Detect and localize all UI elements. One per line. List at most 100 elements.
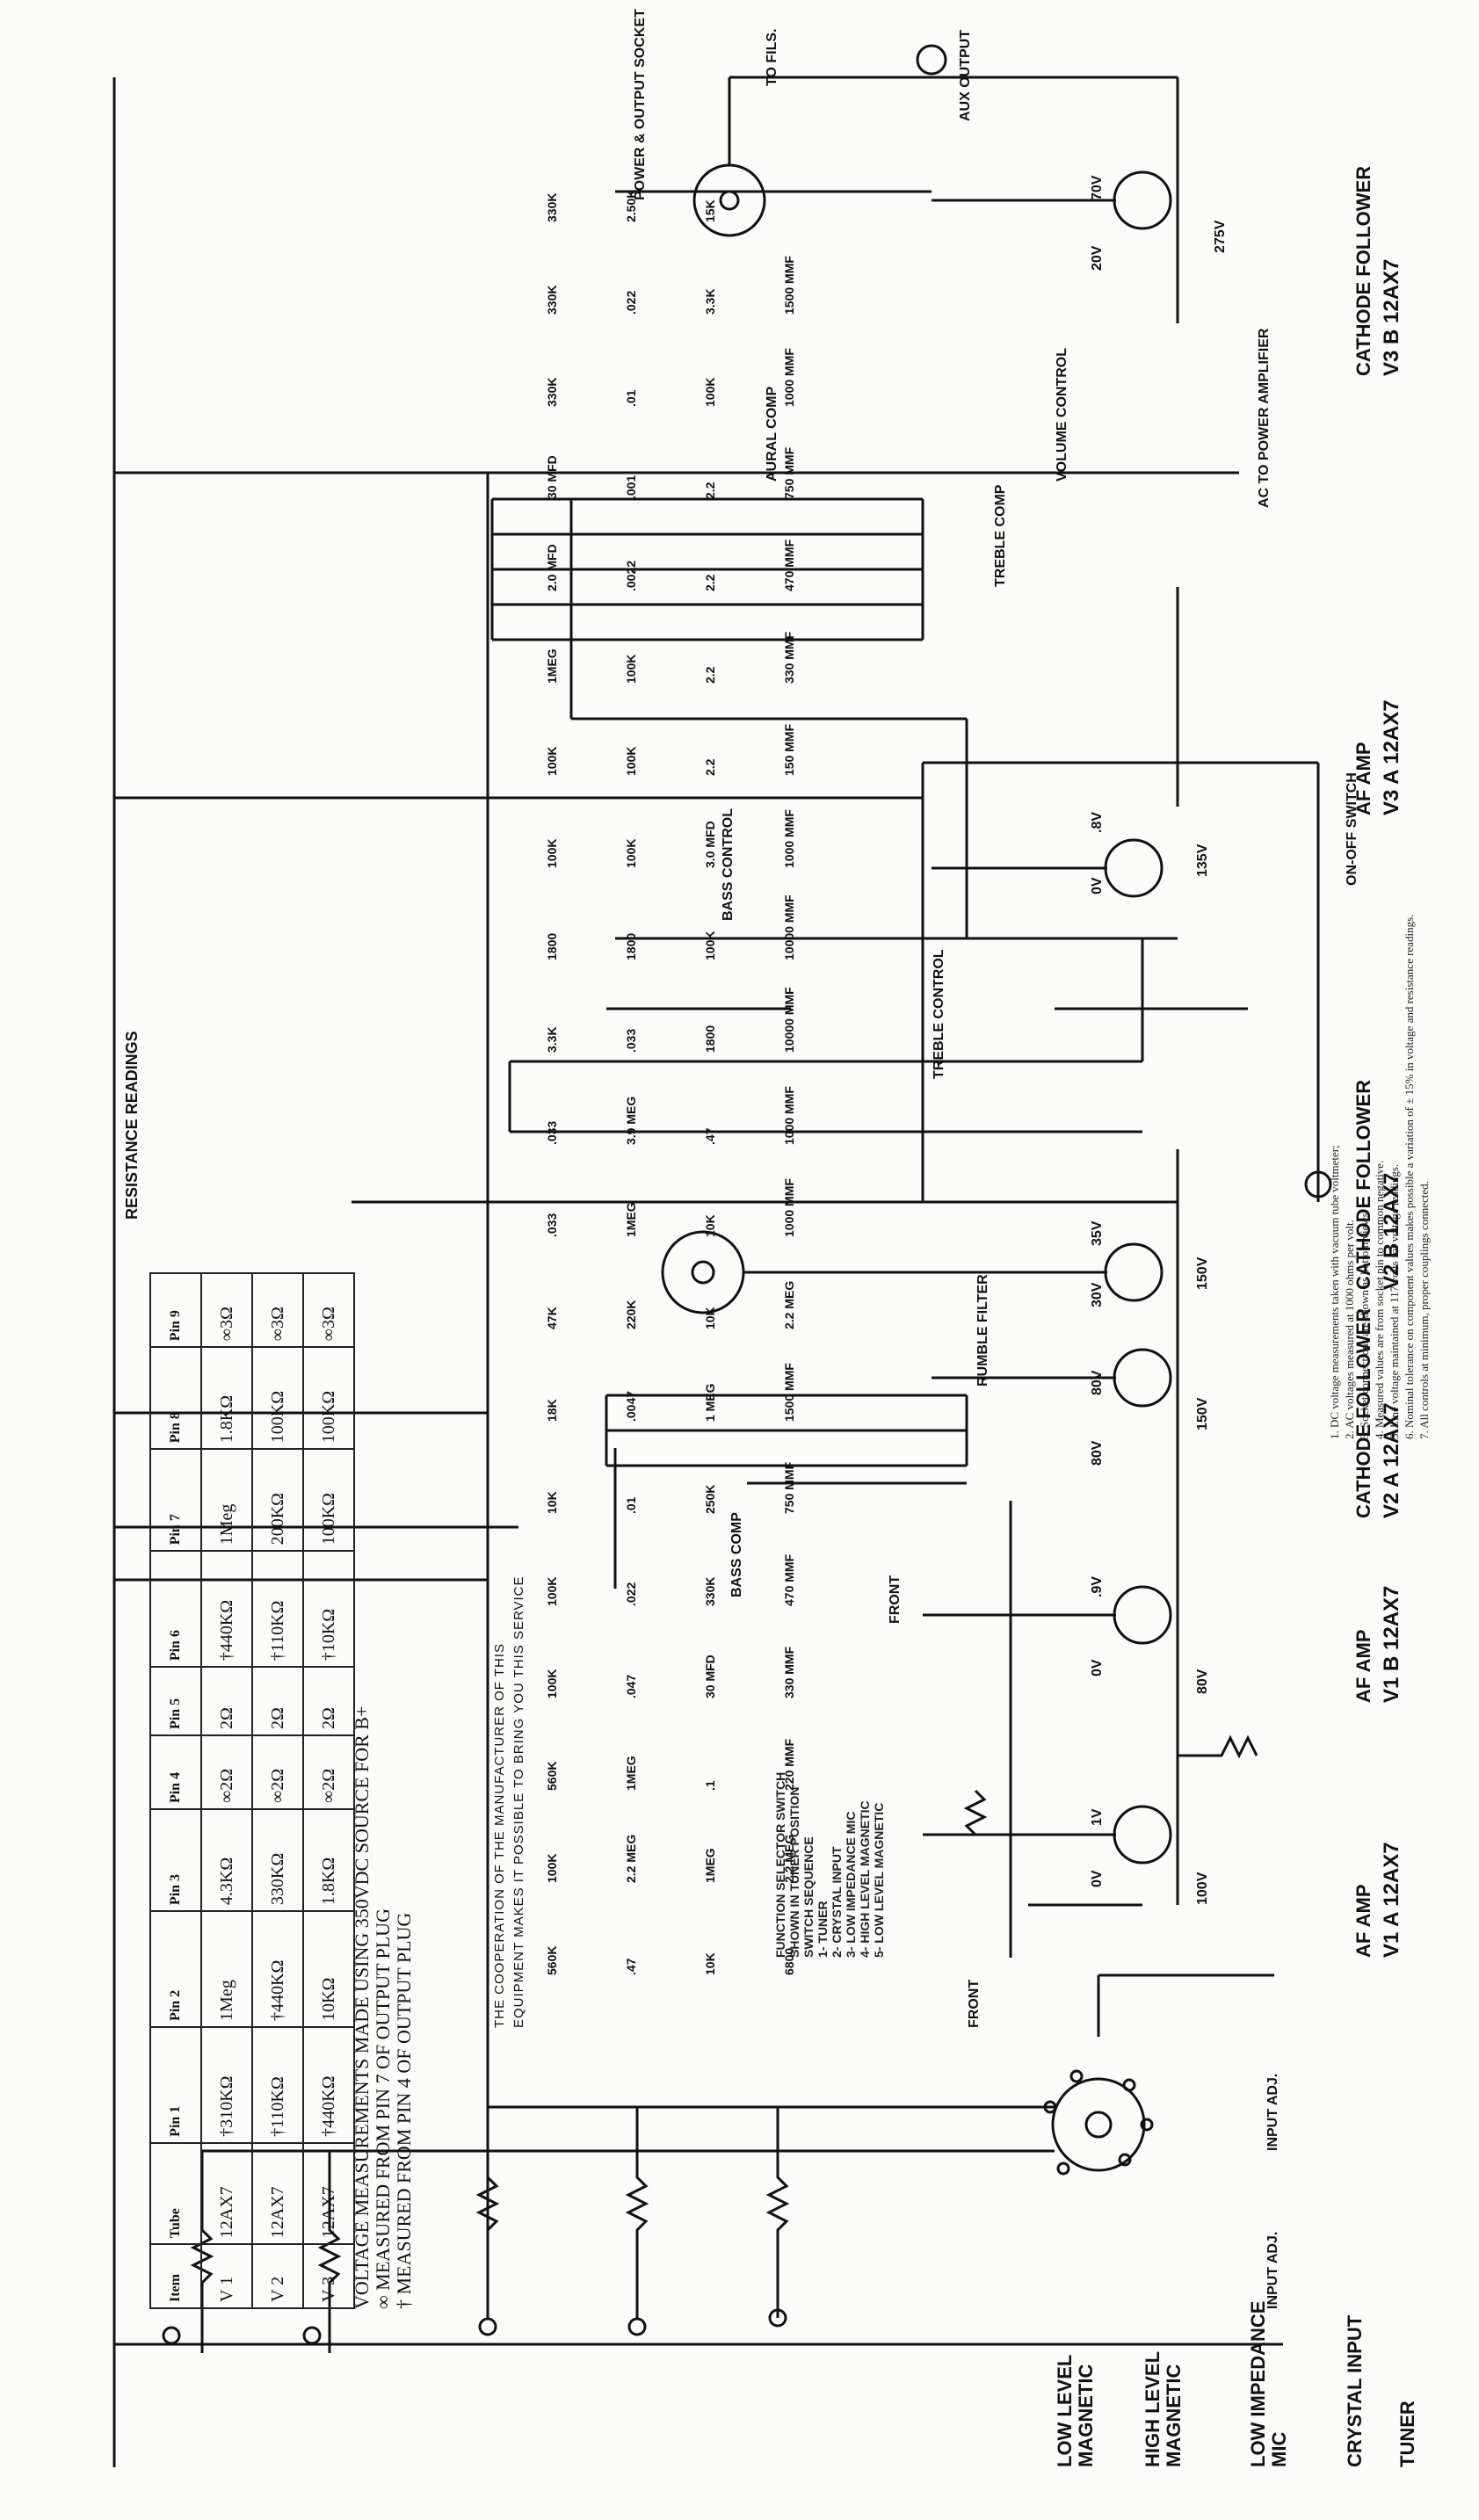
- cell: 100KΩ: [252, 1347, 303, 1450]
- table-row: V 1 12AX7 †310KΩ 1Meg 4.3KΩ ∞2Ω 2Ω †440K…: [201, 1273, 252, 2308]
- component-value: .1: [703, 1780, 717, 1791]
- resistance-header-row: Item Tube Pin 1 Pin 2 Pin 3 Pin 4 Pin 5 …: [150, 1273, 201, 2308]
- note-5: 5. Line voltage maintained at 117 volts …: [1388, 1163, 1401, 1439]
- cell: 10KΩ: [303, 1911, 354, 2027]
- cell: ∞3Ω: [303, 1273, 354, 1348]
- voltage-18: 20V: [1090, 245, 1105, 271]
- cell: ∞2Ω: [201, 1734, 252, 1810]
- component-value: 100K: [624, 654, 638, 684]
- header-pin-1: Pin 1: [150, 2026, 201, 2143]
- component-value: 2.2: [703, 574, 717, 591]
- component-value: 2.2 MEG: [782, 1280, 796, 1329]
- component-value: 10K: [703, 1952, 717, 1975]
- cell: 1.8KΩ: [303, 1809, 354, 1912]
- cell: ∞2Ω: [252, 1734, 303, 1810]
- input-high-level-magnetic: HIGH LEVEL MAGNETIC: [1142, 2351, 1185, 2467]
- cell: 200KΩ: [252, 1449, 303, 1552]
- component-value: 10000 MMF: [782, 894, 796, 960]
- component-value: 100K: [624, 838, 638, 868]
- component-value: 100K: [545, 746, 559, 776]
- component-value: 100K: [703, 931, 717, 960]
- aux-output-label: AUX OUTPUT: [958, 30, 973, 121]
- header-pin-3: Pin 3: [150, 1809, 201, 1912]
- voltage-11: 30V: [1090, 1282, 1105, 1307]
- input-tuner: TUNER: [1396, 2401, 1418, 2467]
- header-tube: Tube: [150, 2142, 201, 2245]
- component-value: 1MEG: [545, 648, 559, 684]
- cell: 2Ω: [201, 1667, 252, 1735]
- front-label-1: FRONT: [967, 1979, 982, 2028]
- ac-to-power-label: AC TO POWER AMPLIFIER: [1257, 328, 1272, 508]
- note-6: 6. Nominal tolerance on component values…: [1403, 914, 1416, 1439]
- v2a-stage: [932, 1149, 1179, 1413]
- cell: 12AX7: [252, 2142, 303, 2245]
- component-value: 330K: [545, 285, 559, 315]
- cell: †440KΩ: [201, 1551, 252, 1668]
- voltage-16: 275V: [1213, 220, 1228, 253]
- component-value: .033: [624, 1028, 638, 1053]
- aural-comp-label: AURAL COMP: [765, 386, 779, 482]
- component-value: 2.2: [703, 482, 717, 499]
- component-value: 560K: [545, 1761, 559, 1791]
- component-value: 1500 MMF: [782, 1363, 796, 1422]
- note-3: 3. Socket connections are shown as botto…: [1358, 1209, 1371, 1439]
- input-jacks: [162, 2308, 787, 2345]
- rumble-filter-label: RUMBLE FILTER: [975, 1274, 990, 1387]
- component-value: 1000 MMF: [782, 1086, 796, 1145]
- treble-control-label: TREBLE CONTROL: [932, 949, 946, 1079]
- function-switch-item-4: 4- HIGH LEVEL MAGNETIC: [858, 1800, 872, 1958]
- voltage-1: 100V: [1195, 1872, 1210, 1905]
- component-value: .47: [703, 1127, 717, 1145]
- component-value: 1MEG: [624, 1756, 638, 1791]
- bass-comp-label: BASS COMP: [729, 1512, 744, 1597]
- component-value: 100K: [545, 838, 559, 868]
- component-value: 150 MMF: [782, 723, 796, 776]
- v1a-designation: V1 A 12AX7: [1380, 1842, 1403, 1958]
- cell: 330KΩ: [252, 1809, 303, 1912]
- component-value: .47: [624, 1958, 638, 1975]
- component-value: 100K: [545, 1669, 559, 1698]
- v3b-volume: [114, 76, 1239, 474]
- function-switch-sequence-title: SWITCH SEQUENCE: [801, 1836, 816, 1958]
- input-low-level-magnetic: LOW LEVEL MAGNETIC: [1054, 2355, 1097, 2467]
- component-value: 100K: [545, 1853, 559, 1883]
- fils-label: TO FILS.: [765, 28, 779, 86]
- cell: 12AX7: [303, 2142, 354, 2245]
- v1a-function: AF AMP: [1352, 1884, 1374, 1958]
- component-value: .022: [624, 290, 638, 315]
- v1b-stage: [923, 1387, 1179, 1645]
- cell: 2Ω: [252, 1667, 303, 1735]
- credit-line-2: EQUIPMENT MAKES IT POSSIBLE TO BRING YOU…: [511, 1575, 526, 2028]
- tone-control-network: [508, 587, 1179, 1133]
- component-value: 100K: [703, 377, 717, 407]
- component-value: 100K: [624, 746, 638, 776]
- header-pin-5: Pin 5: [150, 1667, 201, 1735]
- resistance-table: Item Tube Pin 1 Pin 2 Pin 3 Pin 4 Pin 5 …: [149, 1272, 355, 2309]
- component-value: 1800: [624, 932, 638, 960]
- component-value: 470 MMF: [782, 1553, 796, 1606]
- header-pin-8: Pin 8: [150, 1347, 201, 1450]
- v3b-function: CATHODE FOLLOWER: [1352, 165, 1374, 376]
- volume-control-label: VOLUME CONTROL: [1055, 348, 1069, 482]
- voltage-14: 0V: [1090, 877, 1105, 894]
- component-value: 10K: [545, 1491, 559, 1514]
- voltage-10: 150V: [1195, 1256, 1210, 1290]
- component-value: 3.3K: [703, 288, 717, 315]
- component-value: 2.0 MFD: [545, 544, 559, 591]
- input-adj-2-label: INPUT ADJ.: [1265, 2073, 1280, 2151]
- note-4: 4. Measured values are from socket pin t…: [1373, 1160, 1386, 1439]
- component-value: 470 MMF: [782, 539, 796, 591]
- component-value: 220K: [624, 1300, 638, 1329]
- component-value: 1500 MMF: [782, 256, 796, 315]
- power-output-socket: [692, 44, 947, 237]
- component-value: 250K: [703, 1484, 717, 1514]
- ac-power-circuit: [921, 761, 1332, 1202]
- cell: †10KΩ: [303, 1551, 354, 1668]
- cell: 2Ω: [303, 1667, 354, 1735]
- component-value: 1MEG: [703, 1848, 717, 1883]
- component-value: .033: [545, 1213, 559, 1237]
- component-value: 1 MEG: [703, 1383, 717, 1422]
- v3b-designation: V3 B 12AX7: [1380, 258, 1403, 376]
- cell: V 2: [252, 2244, 303, 2308]
